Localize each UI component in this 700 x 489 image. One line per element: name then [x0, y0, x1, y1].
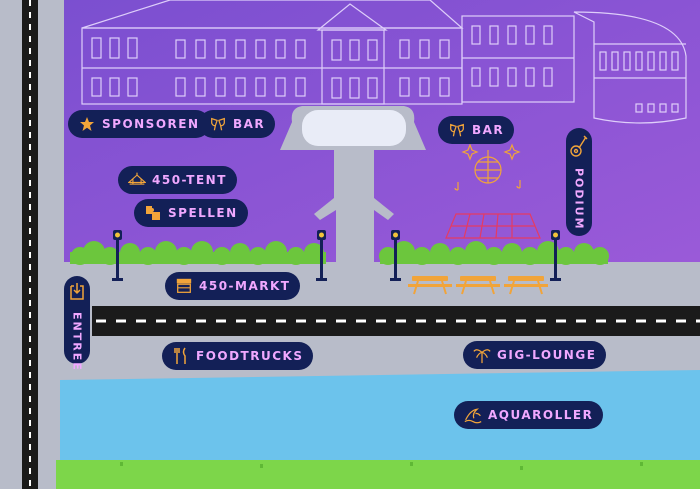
location-450-tent[interactable]: 450-TENT [118, 166, 237, 194]
lamp-post [112, 230, 561, 281]
location-label: FOODTRUCKS [196, 349, 304, 363]
dance-floor [445, 213, 541, 239]
location-label: SPONSOREN [102, 117, 200, 131]
location-label: BAR [472, 123, 505, 137]
location-aquaroller[interactable]: AQUAROLLER [454, 401, 604, 429]
tent-icon [128, 171, 146, 189]
location-entree[interactable]: ENTREE [64, 276, 90, 372]
location-podium[interactable]: PODIUM [566, 128, 592, 236]
water [60, 370, 700, 460]
location-bar-left[interactable]: BAR [199, 110, 276, 138]
grass [56, 460, 700, 489]
location-sponsoren[interactable]: SPONSOREN [68, 110, 210, 138]
glasses-icon [448, 121, 466, 139]
location-label: ENTREE [70, 312, 84, 372]
star-icon [78, 115, 96, 133]
location-gig-lounge[interactable]: GIG-LOUNGE [463, 341, 607, 369]
location-label: 450-TENT [152, 173, 227, 187]
cutlery-icon [172, 347, 190, 365]
location-label: GIG-LOUNGE [497, 348, 597, 362]
central-plaza [280, 106, 426, 262]
building-outline [81, 0, 687, 124]
glasses-icon [209, 115, 227, 133]
wave-icon [464, 406, 482, 424]
location-spellen[interactable]: SPELLEN [134, 199, 248, 227]
entry-icon [68, 282, 86, 306]
location-label: 450-MARKT [199, 279, 291, 293]
picnic-table [408, 276, 548, 295]
palm-tree-icon [473, 346, 491, 364]
location-label: SPELLEN [168, 206, 238, 220]
location-bar-right[interactable]: BAR [438, 116, 515, 144]
disco-ball-icon [454, 143, 521, 191]
market-stall-icon [175, 277, 193, 295]
hedge [70, 241, 609, 265]
location-label: BAR [233, 117, 266, 131]
location-label: PODIUM [572, 168, 586, 231]
location-450-markt[interactable]: 450-MARKT [165, 272, 301, 300]
location-label: AQUAROLLER [488, 408, 594, 422]
puzzle-icon [144, 204, 162, 222]
location-foodtrucks[interactable]: FOODTRUCKS [162, 342, 314, 370]
guitar-icon [570, 134, 588, 162]
